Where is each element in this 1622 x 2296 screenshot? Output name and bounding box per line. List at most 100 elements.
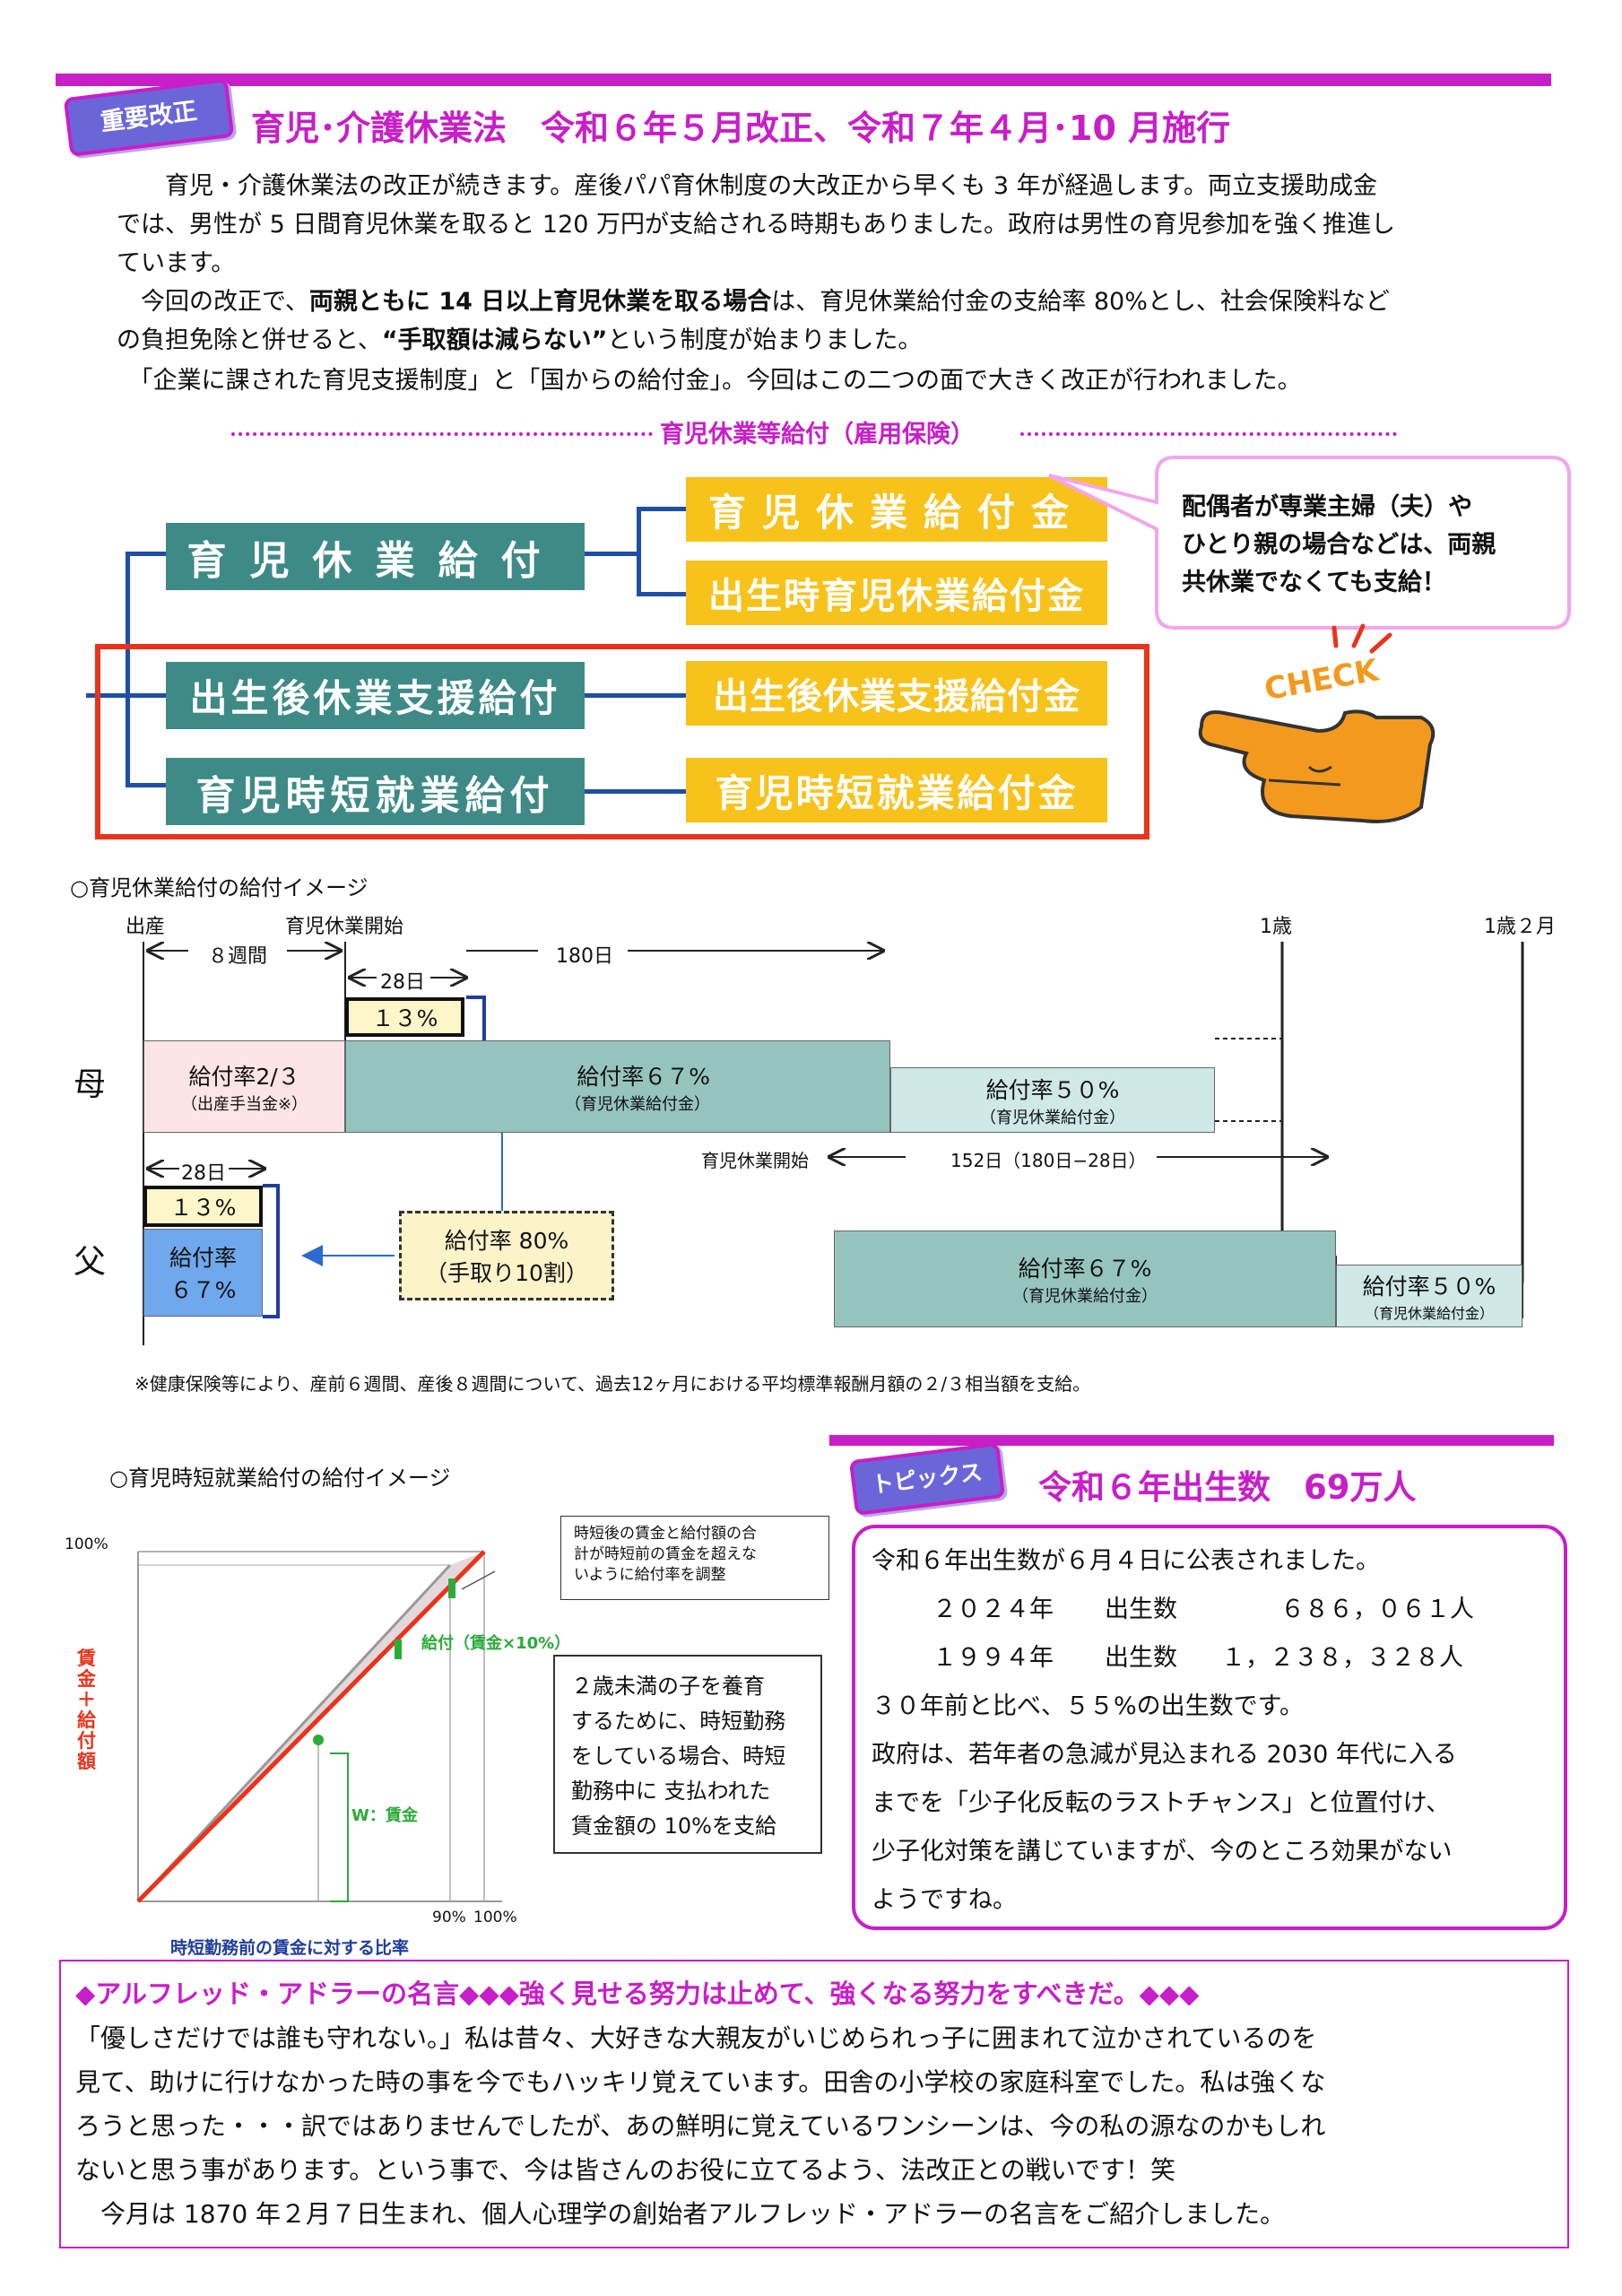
topics-line: 少子化対策を講じていますが、今のところ効果がない [872,1838,1453,1866]
note-line: 賃金額の 10%を支給 [571,1813,776,1839]
segment-note: （育児休業給付金） [565,1094,710,1114]
note-line: （手取り10割） [425,1260,588,1286]
intro-text: 今回の改正で、 [117,288,309,316]
segment-rate: ６７% [169,1277,237,1303]
item-shortwork-benefit: 育児時短就業給付金 [686,758,1107,822]
span-8-weeks: ８週間 [208,945,268,968]
note-line: 勤務中に 支払われた [571,1779,771,1804]
topics-line: 政府は、若年者の急減が見込まれる 2030 年代に入る [872,1741,1457,1769]
mark-birth: 出産 [126,916,166,938]
connector-line [126,783,166,787]
childcare-chart-title: ○育児休業給付の給付イメージ [70,875,369,900]
label-wage: W：賃金 [351,1806,418,1825]
quote-line: 今月は 1870 年２月７日生まれ、個人心理学の創始者アルフレッド・アドラーの名… [75,2199,1286,2229]
intro-line: 育児・介護休業法の改正が続きます。産後パパ育休制度の大改正から早くも 3 年が経… [117,172,1377,200]
item-childcare-leave-benefit: 育児休業給付金 [686,477,1107,542]
note-line: をしている場合、時短 [571,1744,786,1769]
topics-row-1994: １９９４年 出生数 １，２３８，３２８人 [872,1634,1553,1683]
x-axis-label: 時短勤務前の賃金に対する比率 [170,1938,410,1958]
segment-note: （出産手当金※） [180,1094,308,1114]
father-segment-67-long: 給付率６７% （育児休業給付金） [834,1231,1336,1327]
intro-emphasis: “手取額は減らない” [381,326,608,354]
segment-note: （育児休業給付金） [1364,1305,1494,1322]
callout-line: 計が時短前の賃金を超えな [574,1545,757,1563]
topics-body: 令和６年出生数が６月４日に公表されました。 ２０２４年 出生数 ６８６，０６１人… [872,1537,1553,1925]
father-top-13-percent: １３% [143,1186,263,1227]
category-childcare-leave: 育児休業給付 [166,523,585,590]
quote-box [59,1960,1569,2248]
connector-line [126,552,130,787]
mark-age1-2m: 1歳２月 [1484,916,1556,938]
quote-line: 見て、助けに行けなかった時の事を今でもハッキリ覚えています。田舎の小学校の家庭科… [75,2067,1326,2097]
segment-rate: 給付率５０% [1362,1274,1496,1300]
connector-line [585,552,638,556]
intro-paragraph-1: 育児・介護休業法の改正が続きます。産後パパ育休制度の大改正から早くも 3 年が経… [117,167,1551,283]
speech-bubble [1048,456,1571,630]
topics-line: ３０年前と比べ、５５%の出生数です。 [872,1692,1304,1720]
mother-top-13-percent: １３% [345,997,464,1037]
intro-line: では、男性が 5 日間育児休業を取ると 120 万円が支給される時期もありました… [117,211,1396,239]
quote-body: 「優しさだけでは誰も守れない。」私は昔々、大好きな大親友がいじめられっ子に囲まれ… [75,2016,1564,2236]
connector-line [126,552,166,556]
segment-rate: １３% [169,1195,237,1221]
connector-line [585,789,686,794]
topics-line: までを「少子化反転のラストチャンス」と位置付け、 [872,1789,1451,1817]
shortwork-note-box: ２歳未満の子を養育 するために、時短勤務 をしている場合、時短 勤務中に 支払わ… [553,1655,822,1854]
bubble-line: 配偶者が専業主婦（夫）や [1182,493,1472,521]
topics-title: 令和６年出生数 69万人 [1038,1468,1417,1507]
new-benefits-highlight [95,644,1149,839]
segment-rate: 給付率５０% [985,1076,1120,1103]
father-segment-50: 給付率５０% （育児休業給付金） [1336,1265,1522,1327]
item-birth-childcare-benefit: 出生時育児休業給付金 [686,561,1107,625]
topics-rule [829,1435,1554,1446]
row-value: ６８６，０６１人 [1280,1596,1474,1623]
note-line: 給付率 80% [444,1228,569,1254]
intro-text: の負担免除と併せると、 [117,326,382,354]
shortwork-chart-title: ○育児時短就業給付の給付イメージ [109,1465,451,1491]
connector-line [86,693,166,698]
dotted-rule [231,432,653,436]
quote-line: ないと思う事があります。という事で、今は皆さんのお役に立てるよう、法改正との戦い… [75,2155,1175,2185]
bubble-line: 共休業でなくても支給！ [1182,569,1446,596]
connector-line [585,693,686,698]
shortwork-callout: 時短後の賃金と給付額の合 計が時短前の賃金を超えな いように給付率を調整 [560,1516,829,1600]
connector-line [637,507,686,511]
span-28-days: 28日 [380,971,425,994]
topics-row-2024: ２０２４年 出生数 ６８６，０６１人 [872,1586,1553,1634]
childcare-footnote: ※健康保険等により、産前６週間、産後８週間について、過去12ヶ月における平均標準… [134,1373,1091,1395]
topics-line: ようですね。 [872,1886,1017,1914]
note-line: するために、時短勤務 [571,1709,786,1734]
segment-rate: 給付率2/３ [188,1063,300,1090]
intro-text: は、育児休業給付金の支給率 80%とし、社会保険料など [771,288,1390,316]
row-year: ２０２４年 [932,1596,1054,1623]
row-value: １，２３８，３２８人 [1221,1644,1463,1672]
mark-age1: 1歳 [1260,916,1292,938]
span-180-days: 180日 [556,945,613,968]
dotted-rule [1020,432,1397,436]
check-label: CHECK [1262,652,1383,708]
segment-rate: １３% [371,1005,438,1031]
speech-bubble-text: 配偶者が専業主婦（夫）や ひとり親の場合などは、両親 共休業でなくても支給！ [1182,489,1496,602]
intro-paragraph-3: 「企業に課された育児支援制度」と「国からの給付金」。今回はこの二つの面で大きく改… [117,367,1302,395]
note-80-percent: 給付率 80% （手取り10割） [399,1211,614,1300]
row-label: 出生数 [1105,1644,1177,1672]
segment-note: （育児休業給付金） [1012,1287,1158,1306]
topics-box [852,1525,1567,1930]
y-top-label: 100% [65,1535,108,1553]
topics-badge: トピックス [848,1441,1006,1517]
mother-label: 母 [74,1066,107,1103]
intro-paragraph-2: 今回の改正で、両親ともに 14 日以上育児休業を取る場合は、育児休業給付金の支給… [117,283,1551,360]
callout-line: いように給付率を調整 [574,1566,726,1584]
check-pointing-hand-icon: CHECK [1198,623,1436,823]
mother-segment-67: 給付率６７% （育児休業給付金） [345,1040,890,1133]
father-leave-start: 育児休業開始 [701,1150,809,1171]
row-label: 出生数 [1105,1596,1177,1623]
x-tick-90: 90% [432,1909,466,1926]
quote-line: 「優しさだけでは誰も守れない。」私は昔々、大好きな大親友がいじめられっ子に囲まれ… [75,2023,1317,2053]
benefits-heading-row: 育児休業等給付（雇用保険） [231,414,1397,450]
page-title: 育児･介護休業法 令和６年５月改正、令和７年４月･10 月施行 [251,109,1231,148]
y-axis-label: 賃金＋給付額 [77,1648,96,1772]
benefits-heading: 育児休業等給付（雇用保険） [660,421,975,448]
intro-line: ています。 [117,249,236,277]
mother-segment-maternity: 給付率2/３ （出産手当金※） [143,1040,345,1133]
